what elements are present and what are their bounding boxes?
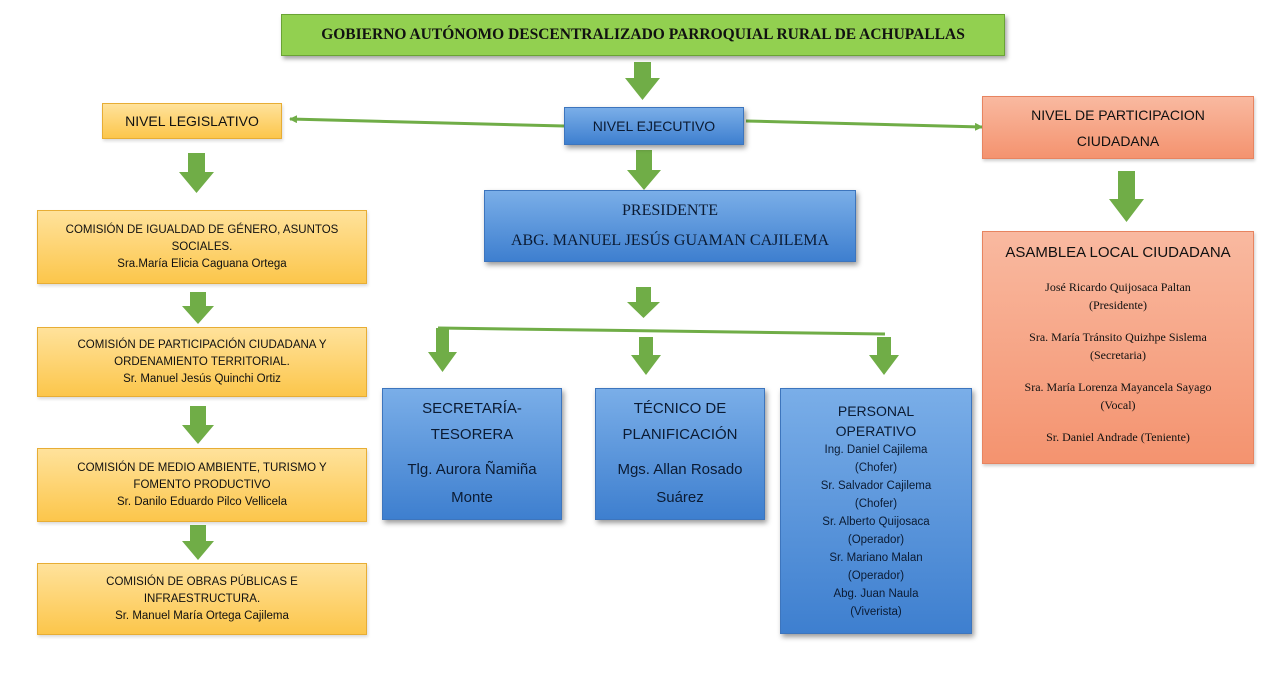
personal-title-line1: PERSONAL	[837, 403, 915, 419]
org-title: GOBIERNO AUTÓNOMO DESCENTRALIZADO PARROQ…	[321, 26, 965, 43]
comision-4-member: Sr. Manuel María Ortega Cajilema	[115, 609, 289, 622]
personal-title-line2: OPERATIVO	[835, 423, 917, 439]
asamblea-member-2-role: (Secretaria)	[1090, 348, 1146, 362]
personal-line-1: (Chofer)	[854, 462, 898, 474]
tecnico-box: TÉCNICO DE PLANIFICACIÓN Mgs. Allan Rosa…	[595, 388, 765, 520]
asamblea-member-1-role: (Presidente)	[1089, 298, 1147, 312]
nivel-participacion-label-line2: CIUDADANA	[1076, 132, 1160, 149]
tecnico-name-line2: Suárez	[656, 489, 704, 506]
personal-line-0: Ing. Daniel Cajilema	[824, 444, 928, 456]
nivel-legislativo-label: NIVEL LEGISLATIVO	[125, 113, 259, 129]
asamblea-member-3-name: Sra. María Lorenza Mayancela Sayago	[1024, 380, 1212, 394]
comision-3-member: Sr. Danilo Eduardo Pilco Vellicela	[116, 495, 288, 508]
nivel-ejecutivo-box: NIVEL EJECUTIVO	[564, 107, 744, 145]
secretaria-title-line1: SECRETARÍA-	[422, 400, 522, 417]
comision-2-box: COMISIÓN DE PARTICIPACIÓN CIUDADANA Y OR…	[37, 327, 367, 397]
branch-line	[437, 326, 886, 336]
personal-line-2: Sr. Salvador Cajilema	[820, 480, 932, 492]
comision-3-title-line2: FOMENTO PRODUCTIVO	[133, 478, 271, 491]
secretaria-box: SECRETARÍA- TESORERA Tlg. Aurora Ñamiña …	[382, 388, 562, 520]
comision-2-title-line1: COMISIÓN DE PARTICIPACIÓN CIUDADANA Y	[77, 338, 327, 351]
asamblea-member-3-role: (Vocal)	[1100, 398, 1136, 412]
personal-line-5: (Operador)	[847, 534, 905, 546]
presidente-role: PRESIDENTE	[622, 202, 718, 219]
secretaria-title-line2: TESORERA	[430, 426, 514, 443]
arrow-comision-2-to-3	[182, 406, 214, 444]
comision-4-box: COMISIÓN DE OBRAS PÚBLICAS E INFRAESTRUC…	[37, 563, 367, 635]
presidente-name: ABG. MANUEL JESÚS GUAMAN CAJILEMA	[510, 232, 830, 249]
comision-4-title-line2: INFRAESTRUCTURA.	[143, 592, 261, 605]
arrow-comision-1-to-2	[182, 292, 214, 324]
arrow-ejecutivo-to-legislativo	[289, 115, 565, 128]
personal-line-3: (Chofer)	[854, 498, 898, 510]
asamblea-member-3: Sra. María Lorenza Mayancela Sayago (Voc…	[1025, 378, 1212, 414]
comision-3-title-line1: COMISIÓN DE MEDIO AMBIENTE, TURISMO Y	[77, 461, 327, 474]
comision-1-title-line1: COMISIÓN DE IGUALDAD DE GÉNERO, ASUNTOS	[65, 223, 339, 236]
tecnico-title-line1: TÉCNICO DE	[633, 400, 727, 417]
arrow-to-personal	[869, 337, 899, 375]
arrow-ejecutivo-to-participacion	[745, 119, 983, 131]
personal-line-6: Sr. Mariano Malan	[829, 552, 923, 564]
comision-2-title-line2: ORDENAMIENTO TERRITORIAL.	[114, 355, 290, 368]
personal-line-9: (Viverista)	[850, 606, 902, 618]
comision-1-member: Sra.María Elicia Caguana Ortega	[117, 257, 287, 270]
personal-line-4: Sr. Alberto Quijosaca	[822, 516, 930, 528]
asamblea-member-1: José Ricardo Quijosaca Paltan (President…	[1045, 278, 1191, 314]
nivel-legislativo-box: NIVEL LEGISLATIVO	[102, 103, 282, 139]
presidente-box: PRESIDENTE ABG. MANUEL JESÚS GUAMAN CAJI…	[484, 190, 856, 262]
asamblea-member-2: Sra. María Tránsito Quizhpe Sislema (Sec…	[1029, 328, 1207, 364]
personal-line-7: (Operador)	[847, 570, 905, 582]
comision-4-title-line1: COMISIÓN DE OBRAS PÚBLICAS E	[106, 575, 298, 588]
arrow-title-to-ejecutivo	[625, 62, 660, 100]
tecnico-title-line2: PLANIFICACIÓN	[622, 426, 738, 443]
arrow-participacion-to-asamblea	[1109, 171, 1144, 222]
asamblea-member-1-name: José Ricardo Quijosaca Paltan	[1045, 280, 1191, 294]
personal-operativo-box: PERSONAL OPERATIVO Ing. Daniel Cajilema …	[780, 388, 972, 634]
asamblea-title: ASAMBLEA LOCAL CIUDADANA	[1005, 244, 1231, 261]
comision-2-member: Sr. Manuel Jesús Quinchi Ortiz	[123, 372, 281, 385]
arrow-ejecutivo-to-presidente	[627, 150, 661, 190]
arrow-to-tecnico	[631, 337, 661, 375]
arrow-comision-3-to-4	[182, 525, 214, 560]
asamblea-member-2-name: Sra. María Tránsito Quizhpe Sislema	[1029, 330, 1207, 344]
asamblea-box: ASAMBLEA LOCAL CIUDADANA José Ricardo Qu…	[982, 231, 1254, 464]
nivel-ejecutivo-label: NIVEL EJECUTIVO	[592, 118, 716, 134]
nivel-participacion-label-line1: NIVEL DE PARTICIPACION	[1031, 106, 1205, 123]
nivel-participacion-box: NIVEL DE PARTICIPACION CIUDADANA	[982, 96, 1254, 159]
comision-1-box: COMISIÓN DE IGUALDAD DE GÉNERO, ASUNTOS …	[37, 210, 367, 284]
comision-1-title-line2: SOCIALES.	[171, 240, 233, 253]
secretaria-name-line1: Tlg. Aurora Ñamiña	[407, 461, 537, 478]
asamblea-member-4-name: Sr. Daniel Andrade (Teniente)	[1046, 430, 1190, 444]
personal-line-8: Abg. Juan Naula	[833, 588, 919, 600]
org-title-box: GOBIERNO AUTÓNOMO DESCENTRALIZADO PARROQ…	[281, 14, 1005, 56]
asamblea-member-4: Sr. Daniel Andrade (Teniente)	[1046, 428, 1190, 446]
secretaria-name-line2: Monte	[451, 489, 493, 506]
comision-3-box: COMISIÓN DE MEDIO AMBIENTE, TURISMO Y FO…	[37, 448, 367, 522]
arrow-to-secretaria	[428, 328, 457, 372]
arrow-presidente-to-branches	[627, 287, 660, 318]
arrow-legislativo-to-comision-1	[179, 153, 214, 193]
tecnico-name-line1: Mgs. Allan Rosado	[617, 461, 743, 478]
